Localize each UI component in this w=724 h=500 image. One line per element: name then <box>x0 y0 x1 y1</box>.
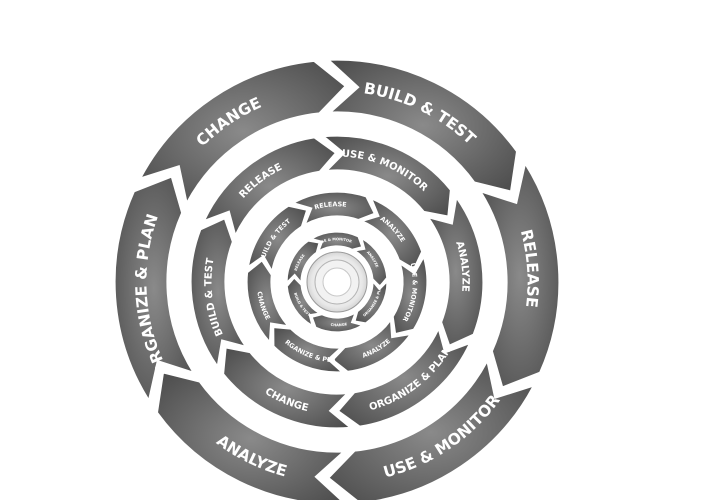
middle-segment-3 <box>337 327 471 427</box>
tiny-segment-4 <box>311 311 364 333</box>
outer-segment-0 <box>139 60 346 204</box>
hub-circle-2 <box>322 267 352 297</box>
middle-segment-5 <box>190 218 247 368</box>
center-hub <box>306 251 368 313</box>
outer-segment-5 <box>114 176 195 402</box>
inner-segment-1 <box>292 191 376 226</box>
inner-segment-4 <box>332 318 412 372</box>
inner-segment-2 <box>360 197 423 270</box>
outer-segment-3 <box>328 360 535 500</box>
tiny-segment-2 <box>353 237 388 287</box>
inner-label-1: RELEASE <box>313 200 347 211</box>
outer-segment-4 <box>156 372 345 500</box>
inner-segment-0 <box>247 205 308 273</box>
tiny-segment-0 <box>286 240 320 284</box>
tiny-segment-1 <box>310 231 363 253</box>
inner-segment-5 <box>273 326 343 373</box>
middle-segment-4 <box>222 347 352 429</box>
tiny-segment-5 <box>286 277 321 327</box>
outer-segment-2 <box>479 162 560 388</box>
inner-segment-3 <box>392 256 428 335</box>
tiny-label-1: USE & MONITOR <box>318 237 353 245</box>
middle-segment-2 <box>427 196 484 346</box>
tiny-label-4: CHANGE <box>330 322 348 327</box>
middle-segment-0 <box>203 137 337 237</box>
inner-segment-6 <box>246 260 290 344</box>
middle-segment-1 <box>322 135 452 217</box>
tiny-segment-3 <box>354 280 388 324</box>
outer-segment-1 <box>327 59 518 192</box>
